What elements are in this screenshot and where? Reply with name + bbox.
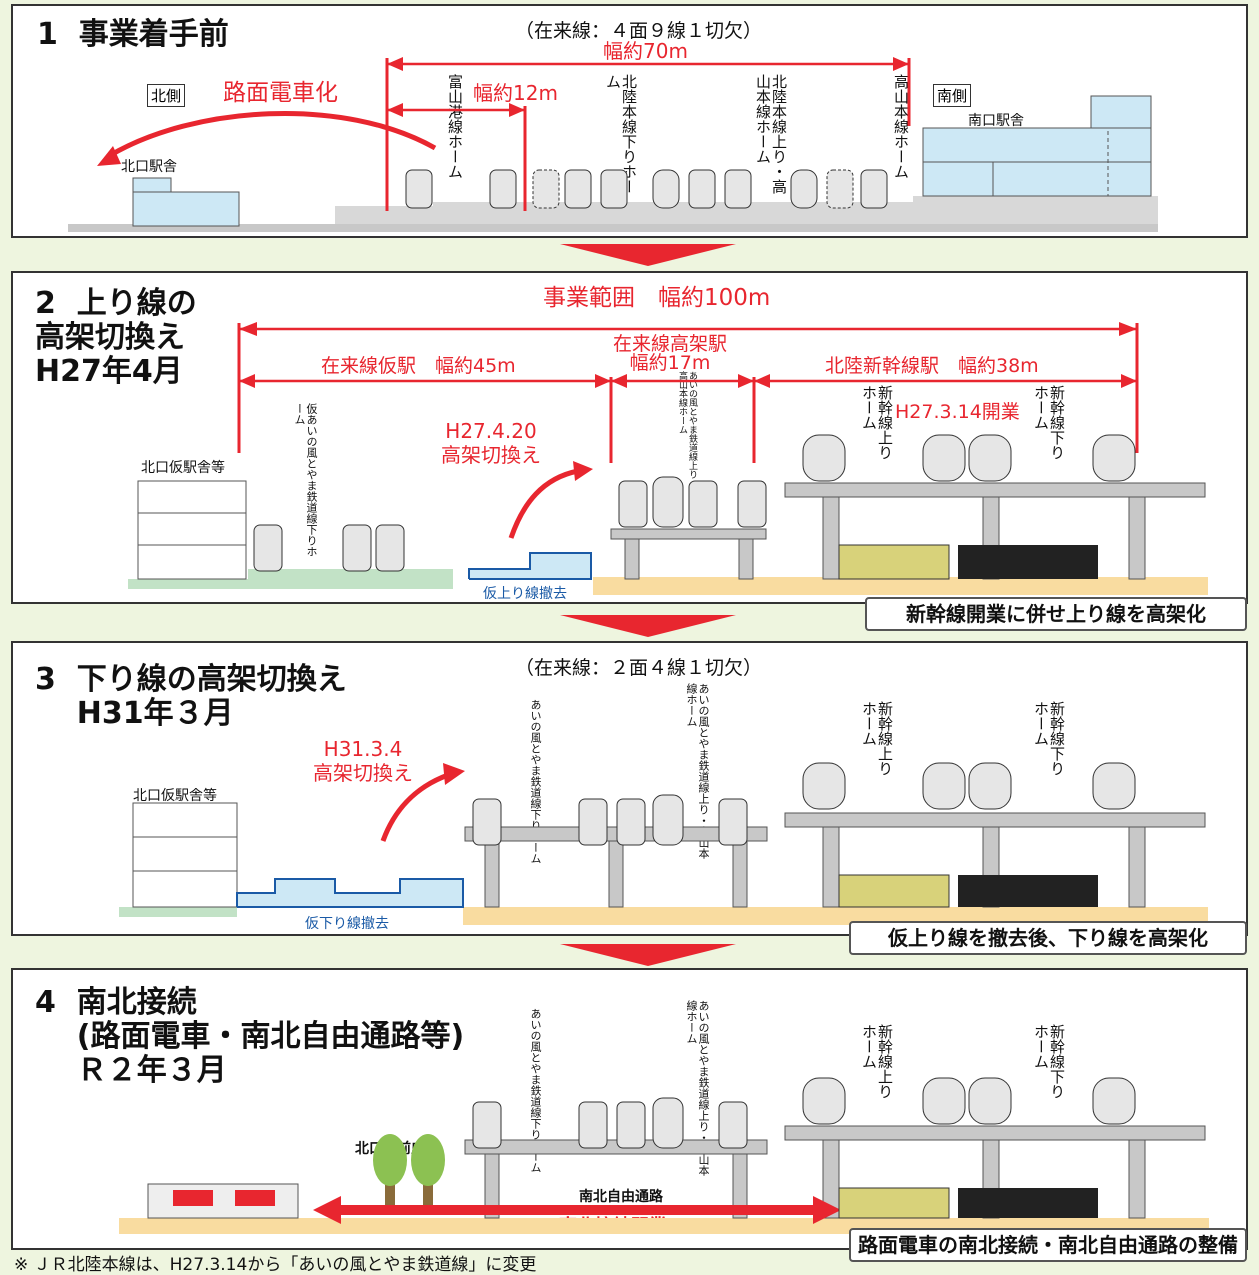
step-4-up-platform: あいの風とやま鉄道線上り・高山本線ホーム: [685, 1000, 710, 1176]
step-4-caption: 路面電車の南北接続・南北自由通路の整備: [849, 1228, 1247, 1262]
panel-step-3: 3 下り線の高架切換え H31年３月 （在来線：２面４線１切欠） H31.3.4…: [11, 641, 1248, 955]
step-4-drawing: [119, 1077, 1209, 1234]
step-3-shinkansen-down: 新幹線下りホーム: [1032, 701, 1066, 776]
panel-step-1: 1 事業着手前 （在来線：４面９線１切欠） 幅約70m 幅約12m 路面電車化 …: [11, 4, 1248, 238]
range-elevated-label: 在来線高架駅 幅約17m: [613, 333, 728, 374]
north-side-tag: 北側: [147, 84, 186, 107]
width-70m-label: 幅約70m: [603, 39, 688, 63]
range-total-label: 事業範囲 幅約100m: [543, 285, 771, 311]
removed-down-line-label: 仮下り線撤去: [305, 916, 389, 932]
north-station-label: 北口駅舎: [121, 159, 177, 175]
free-passage-label: 南北自由通路: [579, 1186, 663, 1206]
step-3-caption: 仮上り線を撤去後、下り線を高架化: [849, 921, 1247, 955]
north-temp-station-label-3: 北口仮駅舎等: [133, 788, 217, 804]
shinkansen-down-platform: 新幹線下りホーム: [1032, 385, 1066, 460]
south-side-tag: 南側: [933, 84, 972, 107]
arrow-1-to-2: [560, 244, 736, 266]
step-2-title: 2 上り線の 高架切換え H27年4月: [35, 286, 197, 389]
platform-hokuriku-up-takayama: 北陸本線上り・高山本線ホーム: [754, 74, 788, 194]
step-4-title: 4 南北接続 (路面電車・南北自由通路等) Ｒ２年３月: [35, 985, 465, 1088]
switch-label-h31: H31.3.4 高架切換え: [313, 737, 413, 785]
step-4-shinkansen-up: 新幹線上りホーム: [860, 1024, 894, 1099]
shinkansen-up-platform: 新幹線上りホーム: [860, 385, 894, 460]
step-3-title: 3 下り線の高架切換え H31年３月: [35, 662, 347, 731]
arrow-2-to-3: [560, 615, 736, 637]
step-2-drawing: [128, 322, 1208, 595]
platform-toyamako: 富山港線ホーム: [446, 74, 464, 179]
south-station-label: 南口駅舎: [968, 113, 1024, 129]
step-4-down-platform: あいの風とやま鉄道線下りホーム: [529, 1008, 542, 1173]
range-shinkansen-label: 北陸新幹線駅 幅約38m: [825, 355, 1039, 377]
width-12m-label: 幅約12m: [473, 81, 558, 105]
platform-hokuriku-down: 北陸本線下りホーム: [604, 74, 638, 194]
step-3-header-note: （在来線：２面４線１切欠）: [515, 657, 763, 679]
temp-down-platform: 仮あいの風とやま鉄道線下りホーム: [293, 403, 318, 557]
panel-step-2: 2 上り線の 高架切換え H27年4月 事業範囲 幅約100m 在来線仮駅 幅約…: [11, 271, 1248, 631]
step-1-title: 1 事業着手前: [37, 17, 229, 52]
open-label-h27: H27.3.14開業: [895, 401, 1020, 423]
step-1-drawing: [68, 57, 1158, 232]
step-3-shinkansen-up: 新幹線上りホーム: [860, 701, 894, 776]
step-3-up-platform: あいの風とやま鉄道線上り・高山本線ホーム: [685, 683, 710, 859]
panel-step-4: 4 南北接続 (路面電車・南北自由通路等) Ｒ２年３月 北口駅前広場 南北自由通…: [11, 968, 1248, 1262]
north-temp-station-label: 北口仮駅舎等: [141, 460, 225, 476]
step-1-header-note: （在来線：４面９線１切欠）: [515, 20, 763, 42]
step-3-down-platform: あいの風とやま鉄道線下りホーム: [529, 699, 542, 864]
step-4-shinkansen-down: 新幹線下りホーム: [1032, 1024, 1066, 1099]
tram-conversion-label: 路面電車化: [223, 80, 338, 106]
arrow-3-to-4: [560, 944, 736, 966]
switch-label-h27: H27.4.20 高架切換え: [441, 419, 541, 467]
removed-up-line-label: 仮上り線撤去: [483, 586, 567, 602]
range-temp-label: 在来線仮駅 幅約45m: [321, 355, 516, 377]
step-2-caption: 新幹線開業に併せ上り線を高架化: [865, 597, 1247, 631]
elevated-up-platform: あいの風とやま鉄道線上り・高山本線ホーム: [677, 371, 697, 488]
step-3-drawing: [119, 762, 1208, 925]
platform-takayama: 高山本線ホーム: [892, 74, 910, 179]
